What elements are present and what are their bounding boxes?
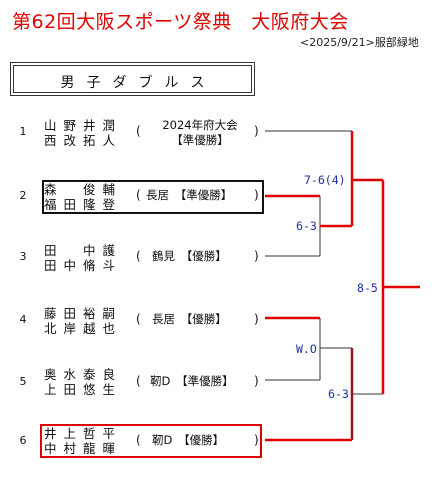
entry-number: 2: [19, 189, 27, 202]
player-name: 田中脩斗: [44, 258, 123, 273]
player-name: 田 中護: [44, 243, 123, 258]
entry-info-line: 2024年府大会: [162, 118, 238, 132]
player-name: 北岸越也: [44, 321, 123, 336]
entry-number: 3: [19, 250, 27, 263]
score-label: 6-3: [328, 387, 349, 401]
category-box: 男子ダブルス: [10, 62, 255, 96]
score-label: 7-6(4): [304, 173, 346, 187]
entry-number: 5: [19, 375, 27, 388]
score-label: 8-5: [357, 281, 378, 295]
entry-info: 長居 【優勝】: [152, 312, 227, 326]
paren-open: (: [136, 188, 141, 202]
date-venue-label: <2025/9/21>服部緑地: [300, 36, 419, 49]
player-name: 山野井潤: [44, 118, 123, 133]
entry-info: 長居 【準優勝】: [146, 188, 233, 202]
score-label: W.O: [296, 342, 317, 356]
paren-open: (: [136, 312, 141, 326]
entry-info-line: 【準優勝】: [171, 133, 229, 147]
player-name: 森 俊輔: [44, 182, 123, 197]
entry-info: 鶴見 【優勝】: [152, 249, 227, 263]
paren-close: ): [254, 374, 259, 388]
paren-open: (: [136, 249, 141, 263]
entry-number: 1: [19, 125, 27, 138]
paren-open: (: [136, 433, 141, 447]
player-name: 福田隆登: [44, 197, 123, 212]
player-name: 上田悠生: [44, 382, 123, 397]
paren-close: ): [254, 312, 259, 326]
paren-close: ): [254, 124, 259, 138]
entry-2-highlight-box: [42, 180, 264, 214]
entry-number: 4: [19, 313, 27, 326]
entry-number: 6: [19, 434, 27, 447]
player-name: 井上哲平: [44, 426, 123, 441]
player-name: 中村龍暉: [44, 441, 123, 456]
category-label: 男子ダブルス: [60, 75, 217, 91]
paren-close: ): [254, 188, 259, 202]
player-name: 奥水泰良: [44, 367, 123, 382]
category-box-inner-border: 男子ダブルス: [13, 65, 252, 93]
paren-open: (: [136, 374, 141, 388]
entry-info: 靭D 【優勝】: [152, 433, 225, 447]
player-name: 西改拓人: [44, 133, 123, 148]
player-name: 藤田裕嗣: [44, 306, 123, 321]
paren-close: ): [254, 433, 259, 447]
page-title: 第62回大阪スポーツ祭典 大阪府大会: [12, 11, 349, 33]
entry-info: 靭D 【準優勝】: [150, 374, 234, 388]
score-label: 6-3: [296, 219, 317, 233]
paren-close: ): [254, 249, 259, 263]
paren-open: (: [136, 124, 141, 138]
entry-6-highlight-box: [40, 424, 262, 458]
